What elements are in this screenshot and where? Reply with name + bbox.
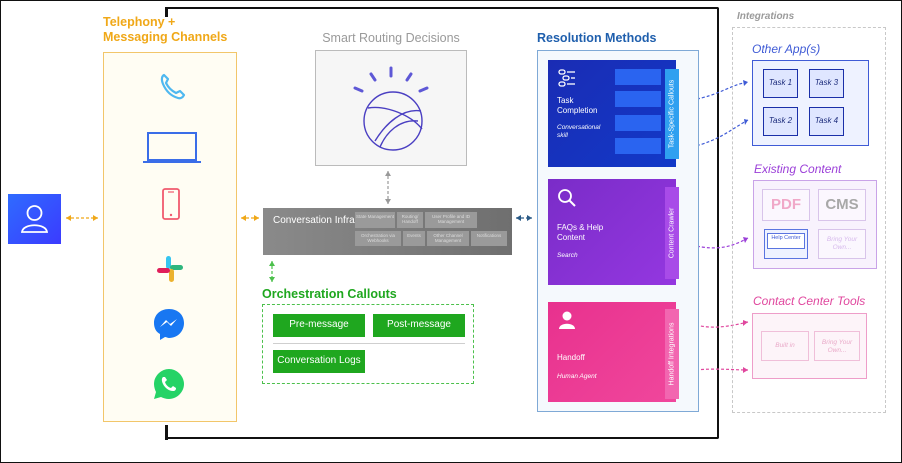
laptop-icon xyxy=(143,132,201,163)
faq-label: FAQs & Help Content xyxy=(557,223,604,242)
contact-panel: Built in Bring Your Own... xyxy=(752,313,867,379)
post-message-button[interactable]: Post-message xyxy=(373,314,465,337)
handoff-label: Handoff xyxy=(557,353,585,362)
task-2-box[interactable]: Task 2 xyxy=(763,107,798,136)
resolution-panel: Task Completion Conversational skill Tas… xyxy=(537,50,699,412)
task-1-box[interactable]: Task 1 xyxy=(763,69,798,98)
bring-own-contact-box[interactable]: Bring Your Own... xyxy=(814,331,860,361)
handoff-card: Handoff Human Agent xyxy=(548,302,676,402)
orchestration-title: Orchestration Callouts xyxy=(262,287,397,301)
routing-panel xyxy=(315,50,467,166)
infra-cell-notifications: Notifications xyxy=(471,231,507,246)
system-boundary-edge xyxy=(165,7,168,17)
task-completion-subtitle: Conversational skill xyxy=(557,124,601,139)
integrations-panel xyxy=(732,27,886,413)
phone-icon xyxy=(160,73,186,100)
task-block xyxy=(615,91,661,107)
task-completion-card: Task Completion Conversational skill xyxy=(548,60,676,167)
search-icon xyxy=(558,189,576,207)
infra-title: Conversation Infra xyxy=(273,215,355,226)
task-block xyxy=(615,138,661,154)
channels-panel xyxy=(103,52,237,422)
orchestration-panel: Pre-message Post-message Conversation Lo… xyxy=(262,304,474,384)
task-completion-label: Task Completion xyxy=(557,96,598,115)
cms-box[interactable]: CMS xyxy=(818,189,866,221)
infra-cell-user-profile: User Profile and ID Management xyxy=(425,212,477,228)
ai-globe-icon xyxy=(353,66,429,151)
slack-icon xyxy=(157,256,183,282)
channels-title: Telephony + Messaging Channels xyxy=(103,15,227,45)
orchestration-divider xyxy=(273,343,465,344)
faq-card: FAQs & Help Content Search xyxy=(548,179,676,285)
content-crawler-tab: Content Crawler xyxy=(665,187,679,279)
conversation-infra-panel: Conversation Infra State Management Rout… xyxy=(263,208,512,255)
help-center-label: Help Center xyxy=(767,233,805,249)
user-node xyxy=(8,194,61,244)
system-boundary xyxy=(167,7,719,439)
resolution-title: Resolution Methods xyxy=(537,31,657,45)
routing-title: Smart Routing Decisions xyxy=(322,31,460,45)
infra-cell-routing: Routing/ Handoff xyxy=(397,212,423,228)
channels-title-line1: Telephony + xyxy=(103,15,176,29)
faq-subtitle: Search xyxy=(557,252,578,259)
mobile-icon xyxy=(162,188,180,220)
handoff-subtitle: Human Agent xyxy=(557,373,597,380)
task-callouts-tab: Task-Specific Callouts xyxy=(665,69,679,159)
content-crawler-label: Content Crawler xyxy=(668,207,676,259)
infra-cell-orchestration: Orchestration via Webhooks xyxy=(355,231,401,246)
handoff-integrations-tab: Handoff Integrations xyxy=(665,309,679,399)
built-in-box[interactable]: Built in xyxy=(761,331,809,361)
apps-panel: Task 1 Task 3 Task 2 Task 4 xyxy=(752,60,869,146)
contact-title: Contact Center Tools xyxy=(753,294,866,308)
integrations-title: Integrations xyxy=(737,11,795,22)
task-callouts-label: Task-Specific Callouts xyxy=(668,79,676,149)
user-icon xyxy=(20,205,49,233)
whatsapp-icon xyxy=(154,369,184,399)
messenger-icon xyxy=(154,309,184,340)
task-4-box[interactable]: Task 4 xyxy=(809,107,844,136)
task-3-box[interactable]: Task 3 xyxy=(809,69,844,98)
pdf-box[interactable]: PDF xyxy=(762,189,810,221)
infra-cell-events: Events xyxy=(403,231,425,246)
handoff-integrations-label: Handoff Integrations xyxy=(668,322,676,386)
infra-cell-state: State Management xyxy=(355,212,395,228)
task-block xyxy=(615,69,661,85)
existing-panel: PDF CMS Help Center Bring Your Own... xyxy=(753,180,877,269)
channels-title-line2: Messaging Channels xyxy=(103,30,228,44)
system-boundary-edge xyxy=(165,425,168,440)
flow-icon xyxy=(558,69,575,87)
apps-title: Other App(s) xyxy=(752,42,821,56)
existing-title: Existing Content xyxy=(754,162,842,176)
task-block xyxy=(615,115,661,131)
help-center-box[interactable]: Help Center xyxy=(764,229,808,259)
infra-cell-other-channel: Other Channel Management xyxy=(427,231,469,246)
person-icon xyxy=(559,311,575,329)
bring-own-content-box[interactable]: Bring Your Own... xyxy=(818,229,866,259)
pre-message-button[interactable]: Pre-message xyxy=(273,314,365,337)
conversation-logs-button[interactable]: Conversation Logs xyxy=(273,350,365,373)
